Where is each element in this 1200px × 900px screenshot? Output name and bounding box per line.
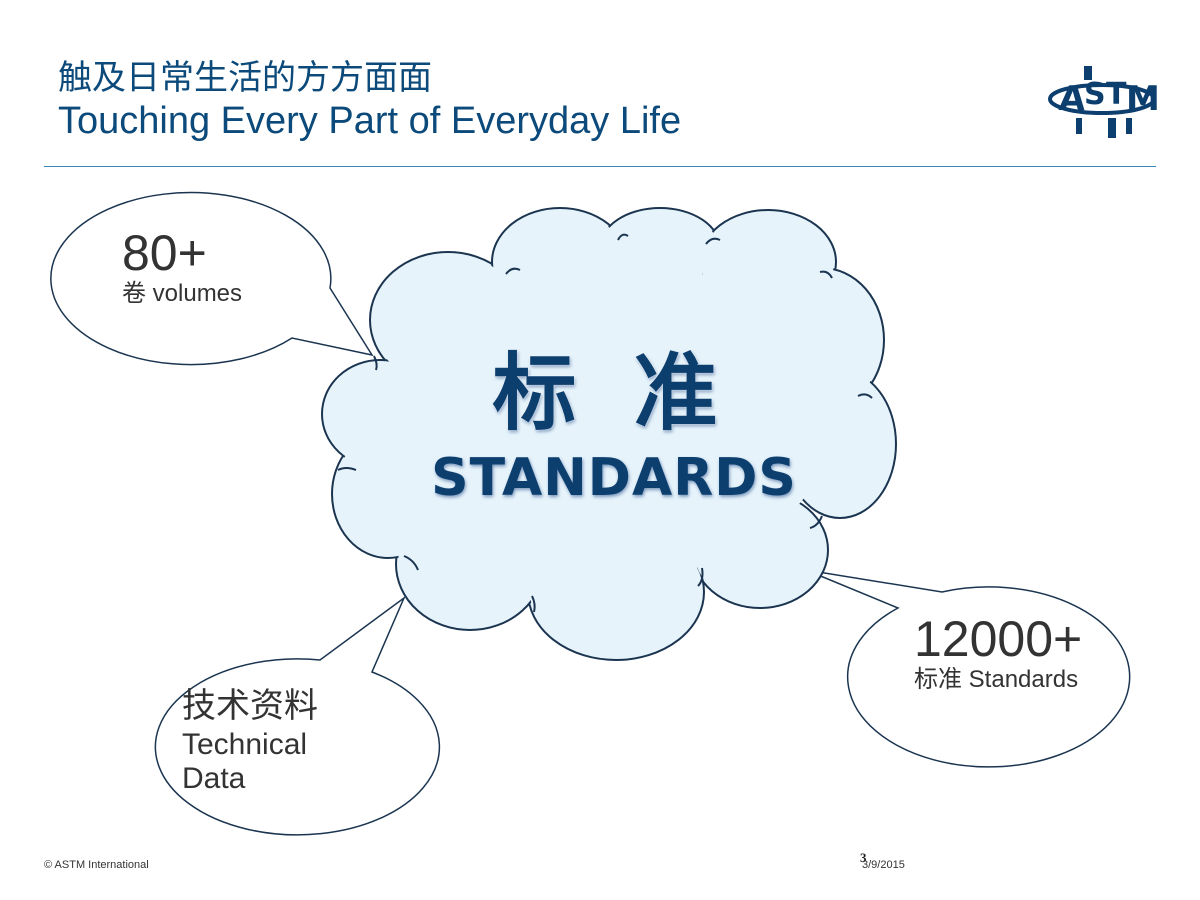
footer-date: 3/9/2015 [862,859,905,871]
standards-label: 标准 Standards [914,666,1079,693]
slide-title-english: Touching Every Part of Everyday Life [58,100,682,142]
volumes-label: 卷 volumes [122,280,243,307]
svg-text:M: M [1126,79,1158,119]
speech-bubble-standards [805,569,1131,768]
technical-bubble-content: 技术资料 Technical Data [182,684,318,796]
speech-bubble-volumes [50,191,374,366]
title-divider [44,166,1156,167]
standards-count: 12000+ [914,611,1083,667]
svg-text:A: A [1058,79,1088,119]
central-cloud [321,207,897,661]
technical-label-zh: 技术资料 [182,686,318,726]
center-title-english: STANDARDS [431,448,797,508]
technical-label-en-line2: Data [182,762,246,795]
standards-bubble-content: 12000+ 标准 Standards [914,612,1082,694]
page-number: 3 [860,850,867,865]
volumes-bubble-content: 80+ 卷 volumes [122,226,242,308]
svg-text:S: S [1084,77,1106,112]
footer-copyright: © ASTM International [44,859,149,871]
technical-label-en-line1: Technical [182,728,308,761]
speech-bubble-technical [154,595,441,836]
astm-logo-icon: A S T M [1048,66,1158,138]
center-title-chinese: 标 准 [492,344,732,442]
slide-title-chinese: 触及日常生活的方方面面 [58,58,432,98]
svg-text:T: T [1106,77,1127,112]
volumes-count: 80+ [122,225,207,281]
